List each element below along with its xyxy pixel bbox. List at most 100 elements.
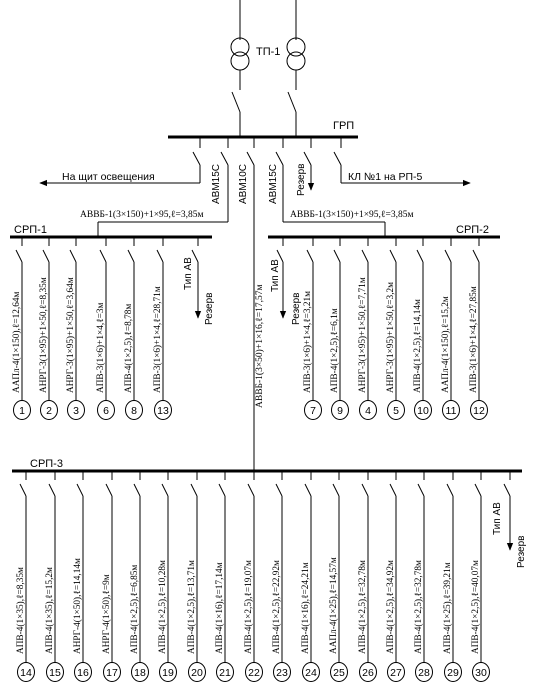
- consumer-number: 1: [19, 405, 25, 417]
- consumer-circle: [40, 400, 58, 420]
- cable-label: АНРГ-4(1×50),ℓ=9м: [101, 574, 112, 654]
- consumer-circle: [302, 662, 320, 682]
- cable-label: АПВ-4(1×2,5),ℓ=6,85м: [129, 565, 140, 654]
- srp3-reserve-label: Резерв: [516, 536, 527, 568]
- consumer-number: 30: [475, 667, 487, 679]
- feeder-left-label: АВВБ-1(3×150)+1×95,ℓ=3,85м: [80, 209, 203, 220]
- srp3-name: СРП-3: [30, 458, 63, 470]
- cable-label: АПВ-4(1×2,5),ℓ=6,1м: [329, 308, 340, 393]
- cable-label: ААПл-4(1×25),ℓ=14,57м: [328, 557, 339, 654]
- srp2-feeder: АПВ-4(1×2,5),ℓ=6,1м9: [329, 237, 349, 420]
- consumer-number: 27: [390, 667, 402, 679]
- consumer-circle: [472, 662, 490, 682]
- consumer-number: 21: [219, 667, 231, 679]
- breaker-switch: [76, 483, 84, 497]
- consumer-number: 15: [49, 667, 61, 679]
- consumer-circle: [330, 662, 348, 682]
- srp1-name: СРП-1: [14, 224, 47, 236]
- consumer-circle: [67, 400, 85, 420]
- consumer-number: 7: [310, 405, 316, 417]
- breaker-switch: [190, 483, 198, 497]
- breaker-switch: [42, 249, 50, 263]
- kl-label: КЛ №1 на РП-5: [348, 171, 423, 183]
- consumer-circle: [442, 400, 460, 420]
- cable-label: АПВ-4(1×2,5),ℓ=14,14м: [412, 299, 423, 393]
- consumer-circle: [103, 662, 121, 682]
- srp3-feeder: АПВ-4(1×2,5),ℓ=40,07м 30: [470, 471, 490, 682]
- srp2-feeder: АНРГ-3(1×95)+1×50,ℓ=3,2м5: [385, 237, 405, 420]
- breaker-switch: [333, 249, 341, 263]
- breaker-switch: [105, 483, 113, 497]
- breaker-switch: [156, 249, 164, 263]
- consumer-number: 3: [73, 405, 79, 417]
- cable-label: АПВ-4(1×2,5),ℓ=32,78м: [357, 560, 368, 654]
- srp3-feeder: АПВ-4(1×16),ℓ=17,14м 21: [214, 471, 234, 682]
- breaker-switch: [99, 249, 107, 263]
- grp-label: ГРП: [333, 120, 354, 132]
- consumer-circle: [13, 400, 31, 420]
- consumer-circle: [414, 400, 432, 420]
- consumer-number: 4: [365, 405, 371, 417]
- consumer-number: 13: [157, 405, 169, 417]
- consumer-number: 29: [447, 667, 459, 679]
- consumer-circle: [216, 662, 234, 682]
- srp2-name: СРП-2: [456, 224, 489, 236]
- breaker-switch: [472, 249, 480, 263]
- breaker-switch: [416, 249, 424, 263]
- cable-label: АНРГ-3(1×95)+1×50,ℓ=7,71м: [357, 277, 368, 393]
- breaker-switch: [218, 483, 226, 497]
- breaker-switch: [69, 249, 77, 263]
- cable-label: АПВ-4(1×2,5),ℓ=13,71м: [186, 560, 197, 654]
- consumer-circle: [245, 662, 263, 682]
- cable-label: АПВ-3(1×6)+1×4,ℓ=27,85м: [468, 286, 479, 393]
- breaker-switch: [417, 483, 425, 497]
- srp1-reserve-label: Резерв: [204, 293, 215, 325]
- consumer-number: 25: [333, 667, 345, 679]
- breaker-switch: [127, 249, 135, 263]
- cable-label: АПВ-4(1×2,5),ℓ=19,07м: [243, 560, 254, 654]
- consumer-number: 12: [473, 405, 485, 417]
- breaker-switch: [19, 483, 27, 497]
- cable-label: АНРГ-3(1×95)+1×50,ℓ=8,35м: [38, 277, 49, 393]
- cable-label: АПВ-4(1×16),ℓ=24,21м: [300, 562, 311, 654]
- cable-label: АПВ-4(1×2,5),ℓ=10,28м: [157, 560, 168, 654]
- srp2-reserve-label: Резерв: [291, 293, 302, 325]
- consumer-circle: [131, 662, 149, 682]
- consumer-number: 11: [446, 405, 457, 417]
- breaker-switch: [133, 483, 141, 497]
- feeder-mid-label: АВВБ-1(3×50)+1×16,ℓ=17,57м: [254, 285, 265, 408]
- srp2-feeder: АПВ-3(1×6)+1×4,ℓ=27,85м 12: [468, 237, 488, 420]
- consumer-circle: [154, 400, 172, 420]
- consumer-number: 17: [106, 667, 118, 679]
- breaker-switch: [247, 483, 255, 497]
- breaker-switch: [306, 249, 314, 263]
- consumer-circle: [97, 400, 115, 420]
- consumer-number: 18: [134, 667, 146, 679]
- consumer-circle: [46, 662, 64, 682]
- breaker-switch: [446, 483, 454, 497]
- breaker-switch: [304, 483, 312, 497]
- cable-label: АПВ-4(1×2,5),ℓ=40,07м: [470, 560, 481, 654]
- avm15-left-label: АВМ15С: [211, 164, 222, 204]
- breaker-switch: [48, 483, 56, 497]
- tp-label: ТП-1: [256, 46, 280, 58]
- cable-label: АПВ-4(1×35),ℓ=8,35м: [15, 567, 26, 654]
- consumer-circle: [470, 400, 488, 420]
- cable-label: АПВ-4(1×16),ℓ=17,14м: [214, 562, 225, 654]
- srp3-feeder: АНРГ-4(1×50),ℓ=9м 17: [101, 471, 121, 682]
- srp2-type-label: Тип АВ: [270, 259, 281, 292]
